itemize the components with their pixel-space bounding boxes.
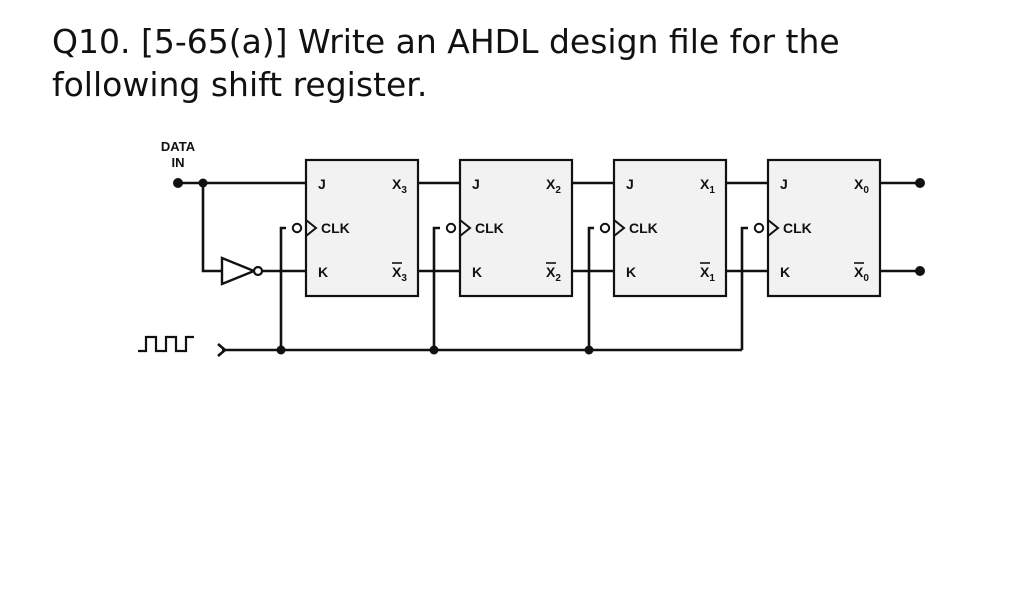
circuit-wires	[138, 181, 920, 357]
q-bar-output-label: X2	[546, 264, 561, 284]
data-in-label-line-2: IN	[172, 155, 185, 170]
q-output-label: X1	[700, 176, 715, 196]
clock-triangle	[613, 219, 626, 237]
k-input-label: K	[472, 264, 482, 280]
j-input-label: J	[318, 176, 326, 192]
clock-bubble	[753, 222, 765, 234]
flip-flop-body	[458, 158, 574, 298]
clock-bubble	[445, 222, 457, 234]
clock-bubble	[291, 222, 303, 234]
data-in-label-line-1: DATA	[161, 139, 196, 154]
flip-flop-body	[304, 158, 420, 298]
clock-triangle	[305, 219, 318, 237]
clk-input-label: CLK	[629, 220, 658, 236]
k-input-label: K	[626, 264, 636, 280]
flip-flop-x3: J CLK K X3 X3	[291, 158, 420, 298]
k-input-label: K	[780, 264, 790, 280]
clk-input-label: CLK	[475, 220, 504, 236]
j-input-label: J	[780, 176, 788, 192]
flip-flop-x0: J CLK K X0 X0	[753, 158, 882, 298]
j-input-label: J	[472, 176, 480, 192]
flip-flop-x2: J CLK K X2 X2	[445, 158, 574, 298]
j-input-label: J	[626, 176, 634, 192]
q-output-label: X2	[546, 176, 561, 196]
clock-triangle	[459, 219, 472, 237]
q-output-label: X0	[854, 176, 869, 196]
q-bar-output-label: X0	[854, 264, 869, 284]
clk-input-label: CLK	[783, 220, 812, 236]
question-line-2: following shift register.	[52, 65, 428, 104]
clock-bubble	[599, 222, 611, 234]
inverter	[220, 256, 264, 286]
flip-flop-x1: J CLK K X1 X1	[599, 158, 728, 298]
question-text: Q10. [5-65(a)] Write an AHDL design file…	[52, 20, 992, 106]
question-line-1: Q10. [5-65(a)] Write an AHDL design file…	[52, 22, 840, 61]
q-output-label: X3	[392, 176, 407, 196]
flip-flop-body	[612, 158, 728, 298]
clk-input-label: CLK	[321, 220, 350, 236]
flip-flop-body	[766, 158, 882, 298]
k-input-label: K	[318, 264, 328, 280]
clock-triangle	[767, 219, 780, 237]
q-bar-output-label: X1	[700, 264, 715, 284]
q-bar-output-label: X3	[392, 264, 407, 284]
junction-dots	[173, 178, 925, 355]
